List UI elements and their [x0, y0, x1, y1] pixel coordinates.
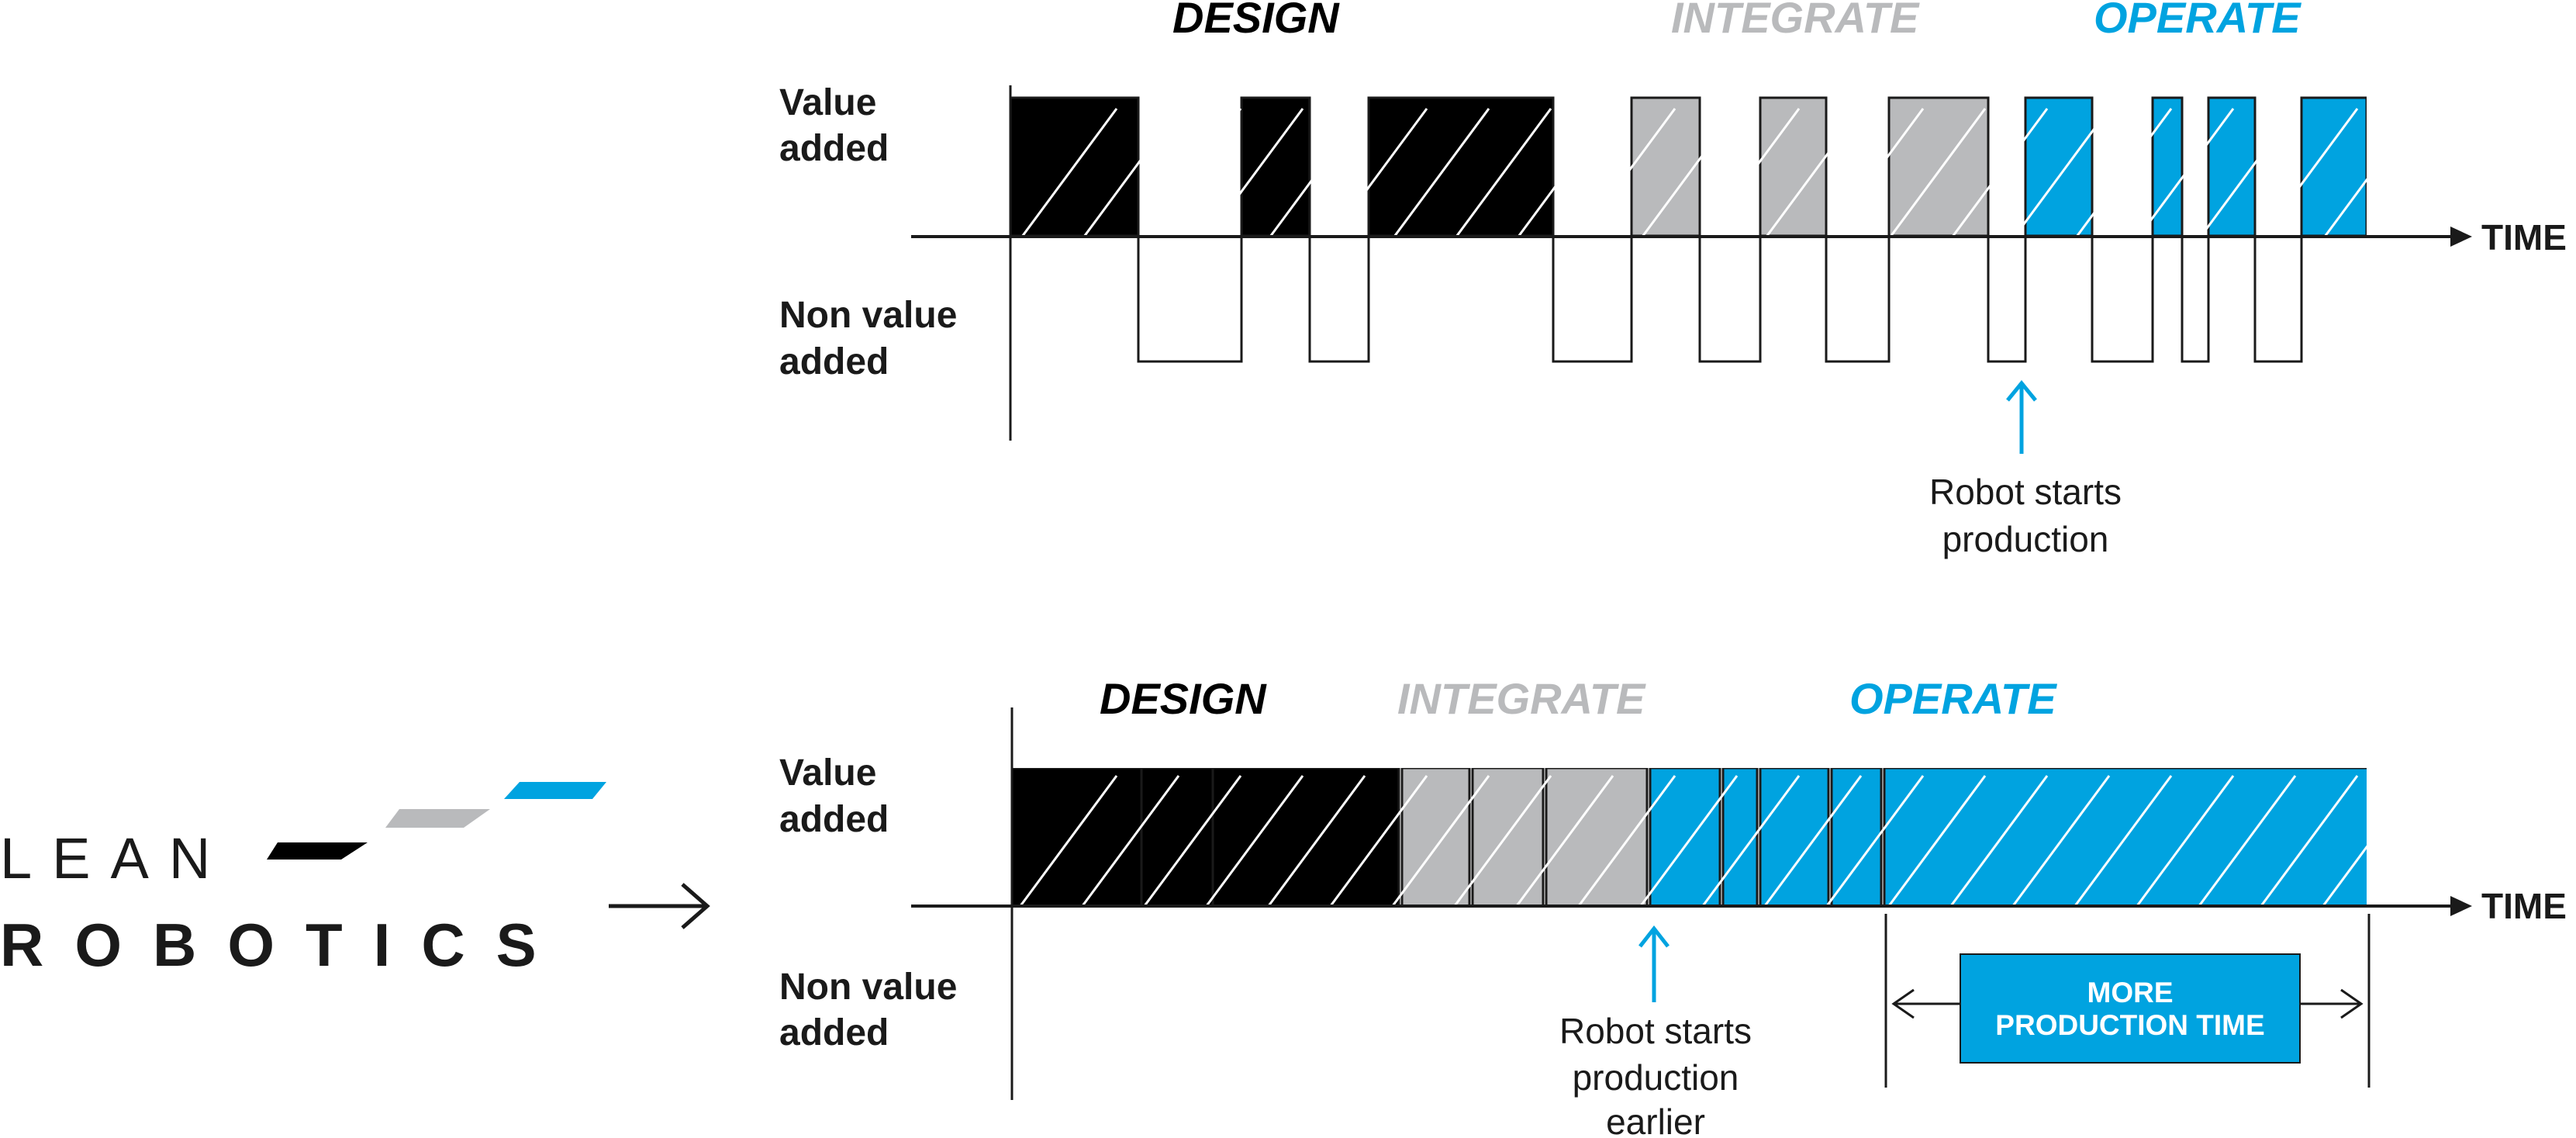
bottom-phase-operate: OPERATE	[1849, 674, 2057, 723]
logo-line1: LEAN	[0, 826, 230, 891]
logo-line2: ROBOTICS	[0, 911, 568, 979]
bottom-non-value-added-line2: added	[779, 1012, 889, 1053]
logo-stroke-blue	[504, 782, 606, 799]
bottom-diagram: DESIGN INTEGRATE OPERATE Value added Non…	[779, 674, 2567, 1138]
bottom-design-block	[1140, 768, 1214, 908]
bottom-operate-block	[1759, 768, 1830, 908]
callout-line2: PRODUCTION TIME	[1995, 1009, 2264, 1041]
logo-arrow	[609, 883, 710, 929]
bottom-value-added-line2: added	[779, 799, 889, 840]
bottom-operate-block	[1830, 768, 1883, 908]
bottom-annotation-line3: earlier	[1606, 1102, 1705, 1138]
top-non-value-added-line1: Non value	[779, 295, 957, 336]
top-non-value-blocks	[1137, 236, 2303, 363]
more-production-time-callout: MORE PRODUCTION TIME	[1884, 914, 2371, 1088]
bottom-time-label: TIME	[2481, 886, 2567, 926]
top-time-arrowhead	[2450, 227, 2472, 247]
logo-stroke-gray	[385, 809, 490, 828]
bottom-time-arrowhead	[2450, 896, 2472, 916]
top-value-added-line2: added	[779, 128, 889, 169]
bottom-hatching	[1017, 775, 2367, 908]
lean-robotics-logo: LEAN ROBOTICS	[0, 782, 606, 979]
top-non-value-added-line2: added	[779, 341, 889, 382]
callout-left-arrowhead	[1891, 988, 1915, 1019]
callout-box	[1960, 953, 2301, 1064]
bottom-non-value-added-line1: Non value	[779, 967, 957, 1008]
bottom-operate-block	[1721, 768, 1759, 908]
top-operate-block	[2024, 96, 2094, 237]
top-operate-block	[2300, 96, 2367, 237]
top-integrate-block	[1759, 96, 1828, 237]
top-value-added-line1: Value	[779, 82, 876, 123]
logo-stroke-black	[267, 842, 368, 860]
top-diagram: DESIGN INTEGRATE OPERATE Value added Non…	[779, 0, 2567, 559]
top-value-blocks	[1009, 96, 2367, 238]
bottom-phase-design: DESIGN	[1100, 674, 1267, 723]
bottom-design-block	[1010, 768, 1143, 908]
callout-right-arrowhead	[2340, 988, 2364, 1019]
top-operate-block	[2207, 96, 2257, 237]
callout-line1: MORE	[2087, 977, 2174, 1008]
bottom-operate-block	[1649, 768, 1721, 908]
bottom-integrate-block	[1545, 768, 1649, 908]
top-robot-starts-annotation: Robot starts production	[1929, 380, 2122, 559]
top-operate-block	[2151, 96, 2184, 237]
bottom-integrate-block	[1400, 768, 1471, 908]
top-annotation-line1: Robot starts	[1929, 472, 2122, 512]
bottom-integrate-block	[1471, 768, 1545, 908]
bottom-robot-starts-annotation: Robot starts production earlier	[1559, 925, 1752, 1138]
bottom-phase-integrate: INTEGRATE	[1397, 674, 1646, 723]
top-phase-integrate: INTEGRATE	[1671, 0, 1920, 42]
top-phase-operate: OPERATE	[2094, 0, 2301, 42]
top-annotation-line2: production	[1942, 519, 2109, 559]
top-hatching	[1019, 108, 2367, 238]
top-integrate-block	[1630, 96, 1701, 237]
top-integrate-block	[1887, 96, 1990, 237]
bottom-annotation-line1: Robot starts	[1559, 1011, 1752, 1051]
top-time-label: TIME	[2481, 217, 2567, 258]
bottom-design-block	[1211, 768, 1400, 908]
bottom-annotation-line2: production	[1573, 1057, 1739, 1098]
bottom-value-added-line1: Value	[779, 752, 876, 794]
top-design-block	[1367, 96, 1555, 237]
top-design-block	[1240, 96, 1311, 237]
top-phase-design: DESIGN	[1172, 0, 1340, 42]
